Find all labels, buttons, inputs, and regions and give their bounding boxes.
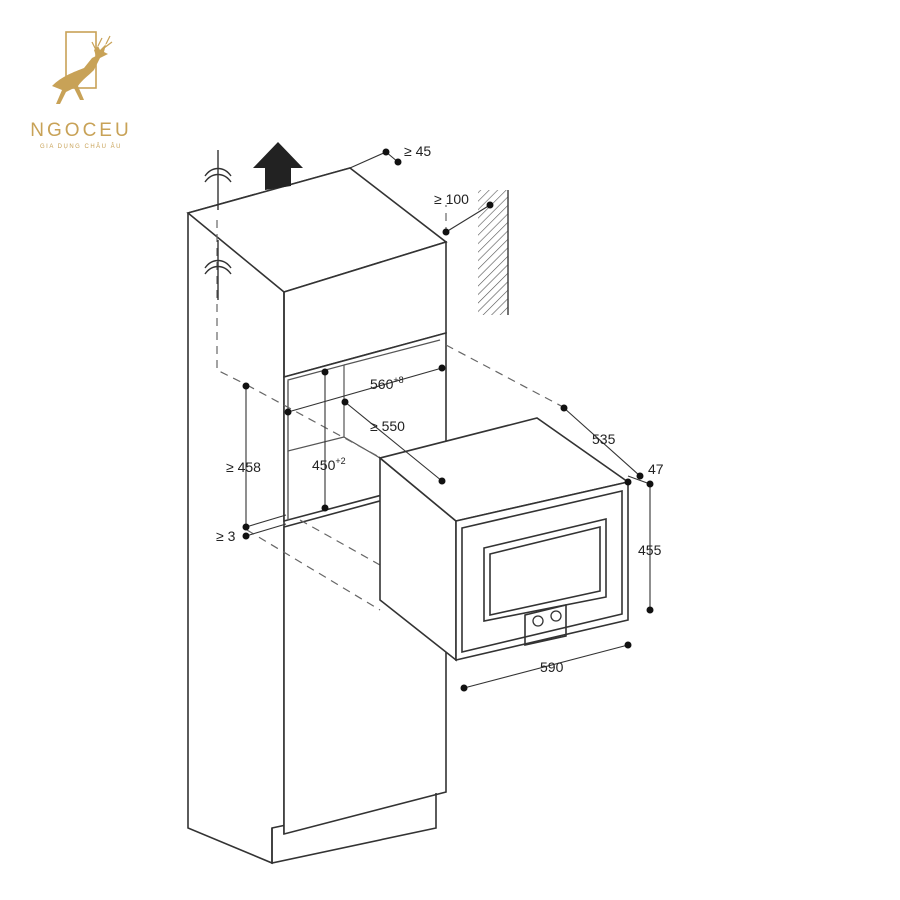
label-appliance-height: 455 xyxy=(638,542,662,558)
wall-hatch-icon xyxy=(478,190,509,315)
dimension-dots xyxy=(242,148,654,692)
brand-logo: NGOCEU GIA DỤNG CHÂU ÂU xyxy=(22,28,140,150)
airflow-arrow-icon xyxy=(253,142,303,190)
appliance xyxy=(378,417,630,662)
brand-tagline: GIA DỤNG CHÂU ÂU xyxy=(39,144,122,150)
label-niche-height: 450+2 xyxy=(312,456,346,473)
control-knob-icon xyxy=(532,610,562,627)
break-symbol-icon xyxy=(204,150,232,300)
label-front-panel-depth: 47 xyxy=(648,461,664,477)
label-appliance-depth: 535 xyxy=(592,431,616,447)
label-top-clearance: ≥ 45 xyxy=(404,143,431,159)
label-bottom-gap: ≥ 3 xyxy=(216,528,236,544)
deer-logo-icon xyxy=(52,31,113,104)
label-wall-clearance: ≥ 100 xyxy=(434,191,469,207)
cabinet xyxy=(186,167,448,865)
dimension-labels: ≥ 45 ≥ 100 560+8 ≥ 550 ≥ 458 450+2 ≥ 3 5… xyxy=(216,143,664,675)
label-appliance-width: 590 xyxy=(540,659,564,675)
label-niche-width: 560+8 xyxy=(370,375,404,392)
brand-name: NGOCEU xyxy=(30,120,132,141)
label-niche-height-outer: ≥ 458 xyxy=(226,459,261,475)
label-niche-depth: ≥ 550 xyxy=(370,418,405,434)
